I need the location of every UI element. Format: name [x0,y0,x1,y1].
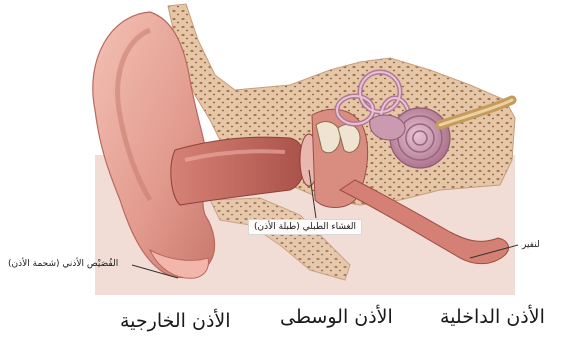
middle-ear-caption: الأذن الوسطى [280,306,393,328]
eustachian-tube-label: لنفير [522,240,540,250]
inner-ear-caption: الأذن الداخلية [440,306,545,328]
eardrum-label: الغشاء الطبلي (طبلة الأذن) [248,219,362,235]
earlobe-label: الفُصَيْص الأذني (شحمة الأذن) [8,259,118,269]
outer-ear-caption: الأذن الخارجية [120,310,231,332]
